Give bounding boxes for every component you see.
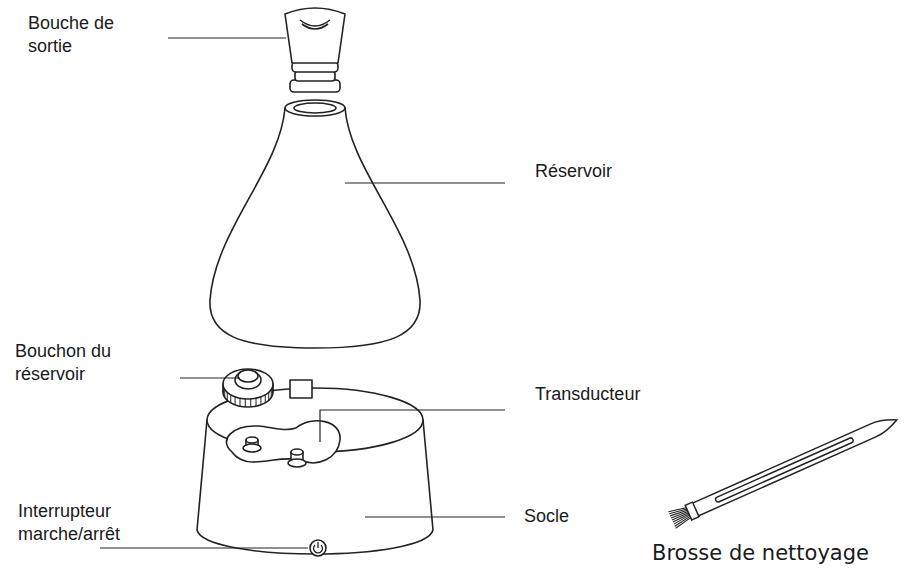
cap-tooth	[230, 395, 231, 403]
bristle	[674, 518, 692, 529]
power-switch	[310, 540, 326, 556]
part-label: Brosse de nettoyage	[652, 540, 869, 566]
transducer-square	[290, 380, 312, 398]
cap-tooth	[245, 399, 246, 407]
reservoir-neck	[285, 100, 345, 116]
cap-tooth	[227, 392, 228, 400]
reservoir-cap-top	[235, 371, 261, 389]
cap-tooth	[256, 398, 257, 406]
leader-line	[168, 37, 286, 38]
outlet-ring	[290, 80, 340, 92]
reservoir-neck	[294, 103, 336, 113]
outlet-cap	[285, 8, 345, 63]
cap-tooth	[272, 386, 273, 394]
outlet-slot	[302, 24, 328, 29]
part-label: Bouchon du réservoir	[15, 340, 165, 385]
cap-tooth	[235, 397, 236, 405]
part-label: Transducteur	[535, 383, 695, 406]
cap-tooth	[268, 392, 269, 400]
part-label: Socle	[524, 505, 624, 528]
leader-line	[100, 547, 308, 548]
part-label: Bouche de sortie	[28, 12, 146, 57]
leader-line	[320, 410, 505, 442]
brush-slot	[715, 437, 854, 503]
cleaning-brush	[668, 412, 900, 529]
brush-ferrule	[685, 502, 699, 520]
cap-tooth	[271, 389, 272, 397]
reservoir-cap-top	[238, 370, 258, 382]
reservoir-cap	[223, 369, 273, 399]
power-symbol	[314, 542, 323, 553]
leader-line	[180, 377, 240, 378]
leader-line	[345, 182, 505, 183]
brush-handle	[689, 414, 899, 518]
base-recess	[226, 421, 340, 463]
pin	[291, 449, 303, 455]
cap-tooth	[250, 399, 251, 407]
pin-base	[243, 444, 261, 452]
part-label: Interrupteur marche/arrêt	[18, 500, 158, 545]
pin	[246, 437, 258, 443]
pin-base	[288, 459, 306, 467]
cap-tooth	[265, 395, 266, 403]
bristle	[674, 516, 692, 526]
reservoir-body	[210, 108, 420, 348]
cap-tooth	[260, 397, 261, 405]
cap-tooth	[224, 389, 225, 397]
part-label: Réservoir	[535, 160, 675, 183]
leader-line	[365, 516, 505, 517]
cap-tooth	[223, 386, 224, 394]
cap-tooth	[239, 398, 240, 406]
